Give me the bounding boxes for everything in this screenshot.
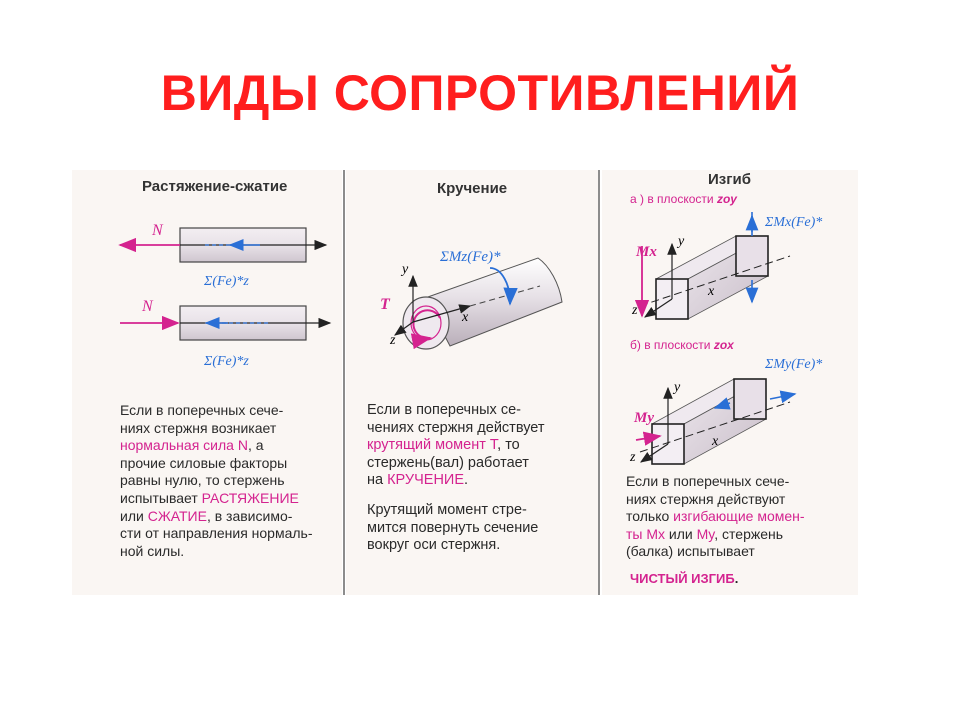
moment-y-label: ΣMy(Fe)* — [765, 357, 823, 372]
tension-rod-2 — [120, 305, 332, 341]
pure-bending-label: ЧИСТЫЙ ИЗГИБ. — [630, 571, 739, 586]
panel-torsion — [346, 170, 598, 595]
torsion-axis-x: x — [462, 310, 469, 325]
divider-1 — [343, 170, 345, 595]
slide-title: ВИДЫ СОПРОТИВЛЕНИЙ — [160, 65, 800, 121]
case-a-prefix: а ) в плоскости — [630, 192, 714, 206]
bending-case-b: б) в плоскости zox — [630, 338, 734, 352]
tension-heading: Растяжение-сжатие — [142, 178, 288, 195]
torsion-shaft — [394, 257, 563, 350]
mx-label: Mx — [636, 244, 657, 260]
bending-beam-b — [635, 378, 797, 465]
bending-beam-a — [634, 212, 791, 320]
torsion-axis-y: y — [402, 262, 409, 277]
tension-rod-1 — [118, 227, 328, 263]
torsion-moment-label: ΣMz(Fe)* — [440, 249, 501, 265]
force-label-n-1: N — [152, 222, 163, 239]
torsion-description: Если в поперечных се- чениях стержня дей… — [367, 402, 545, 554]
bending-b-axis-y: y — [674, 380, 681, 395]
bending-a-axis-x: x — [708, 284, 715, 299]
torsion-heading: Кручение — [437, 180, 508, 197]
case-b-plane: zox — [713, 338, 734, 352]
bending-case-a: а ) в плоскости zoy — [630, 192, 737, 206]
torsion-axis-z: z — [390, 333, 396, 348]
bending-description: Если в поперечных сече- ниях стержня дей… — [626, 473, 805, 560]
bending-a-axis-z: z — [632, 303, 638, 318]
bending-heading: Изгиб — [708, 171, 751, 188]
bending-b-axis-x: x — [712, 434, 719, 449]
tension-description: Если в поперечных сече- ниях стержня воз… — [120, 402, 313, 559]
force-label-n-2: N — [142, 298, 153, 315]
sum-label-1: Σ(Fe)*z — [204, 274, 249, 289]
bending-a-axis-y: y — [678, 234, 685, 249]
torque-label: T — [380, 296, 390, 313]
moment-x-label: ΣMx(Fe)* — [765, 215, 823, 230]
case-a-plane: zoy — [716, 192, 737, 206]
sum-label-2: Σ(Fe)*z — [204, 354, 249, 369]
case-b-prefix: б) в плоскости — [630, 338, 711, 352]
divider-2 — [598, 170, 600, 595]
my-label: My — [634, 410, 654, 426]
bending-b-axis-z: z — [630, 450, 636, 465]
